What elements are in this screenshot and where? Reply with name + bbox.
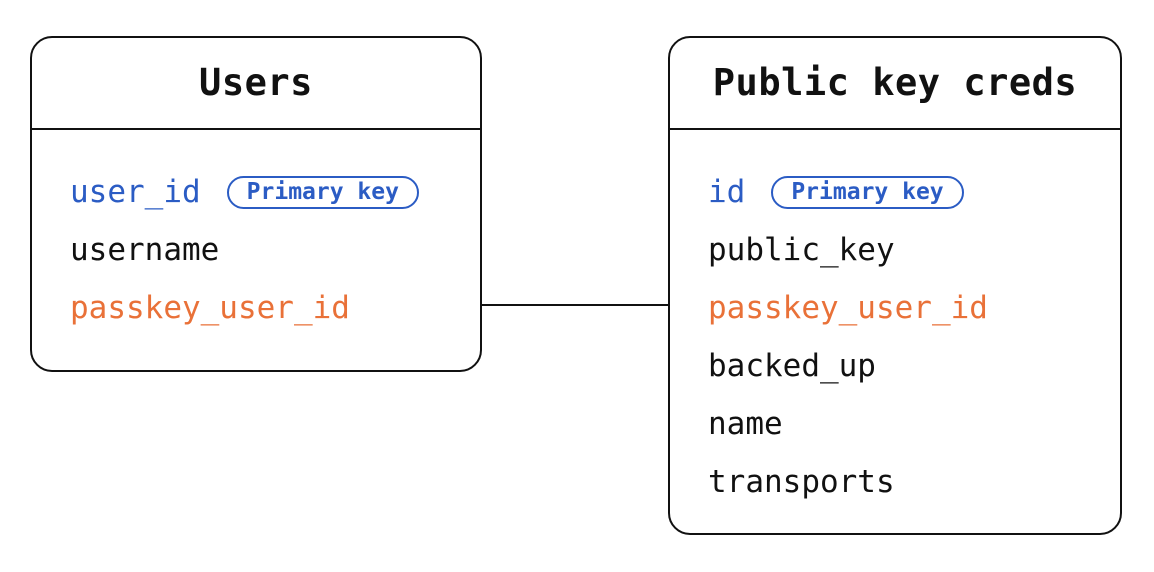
field-name: backed_up bbox=[708, 348, 876, 384]
entity-title: Users bbox=[32, 38, 480, 130]
field-name: passkey_user_id bbox=[708, 290, 988, 326]
field-row: id Primary key bbox=[708, 163, 1120, 221]
field-row: public_key bbox=[708, 221, 1120, 279]
field-row: name bbox=[708, 395, 1120, 453]
field-name: username bbox=[70, 232, 220, 268]
field-name: user_id bbox=[70, 174, 201, 210]
entity-users: Users user_id Primary key username passk… bbox=[30, 36, 482, 372]
field-row: passkey_user_id bbox=[708, 279, 1120, 337]
primary-key-badge: Primary key bbox=[226, 175, 419, 209]
entity-field-list: id Primary key public_key passkey_user_i… bbox=[670, 130, 1120, 511]
field-name: passkey_user_id bbox=[70, 290, 350, 326]
field-name: transports bbox=[708, 464, 895, 500]
field-name: name bbox=[708, 406, 783, 442]
field-name: public_key bbox=[708, 232, 895, 268]
field-row: user_id Primary key bbox=[70, 163, 480, 221]
entity-field-list: user_id Primary key username passkey_use… bbox=[32, 130, 480, 337]
field-row: backed_up bbox=[708, 337, 1120, 395]
field-row: passkey_user_id bbox=[70, 279, 480, 337]
field-row: username bbox=[70, 221, 480, 279]
entity-title: Public key creds bbox=[670, 38, 1120, 130]
entity-public-key-creds: Public key creds id Primary key public_k… bbox=[668, 36, 1122, 535]
field-name: id bbox=[708, 174, 746, 210]
relationship-connector-line bbox=[482, 304, 668, 306]
primary-key-badge: Primary key bbox=[771, 175, 964, 209]
field-row: transports bbox=[708, 453, 1120, 511]
